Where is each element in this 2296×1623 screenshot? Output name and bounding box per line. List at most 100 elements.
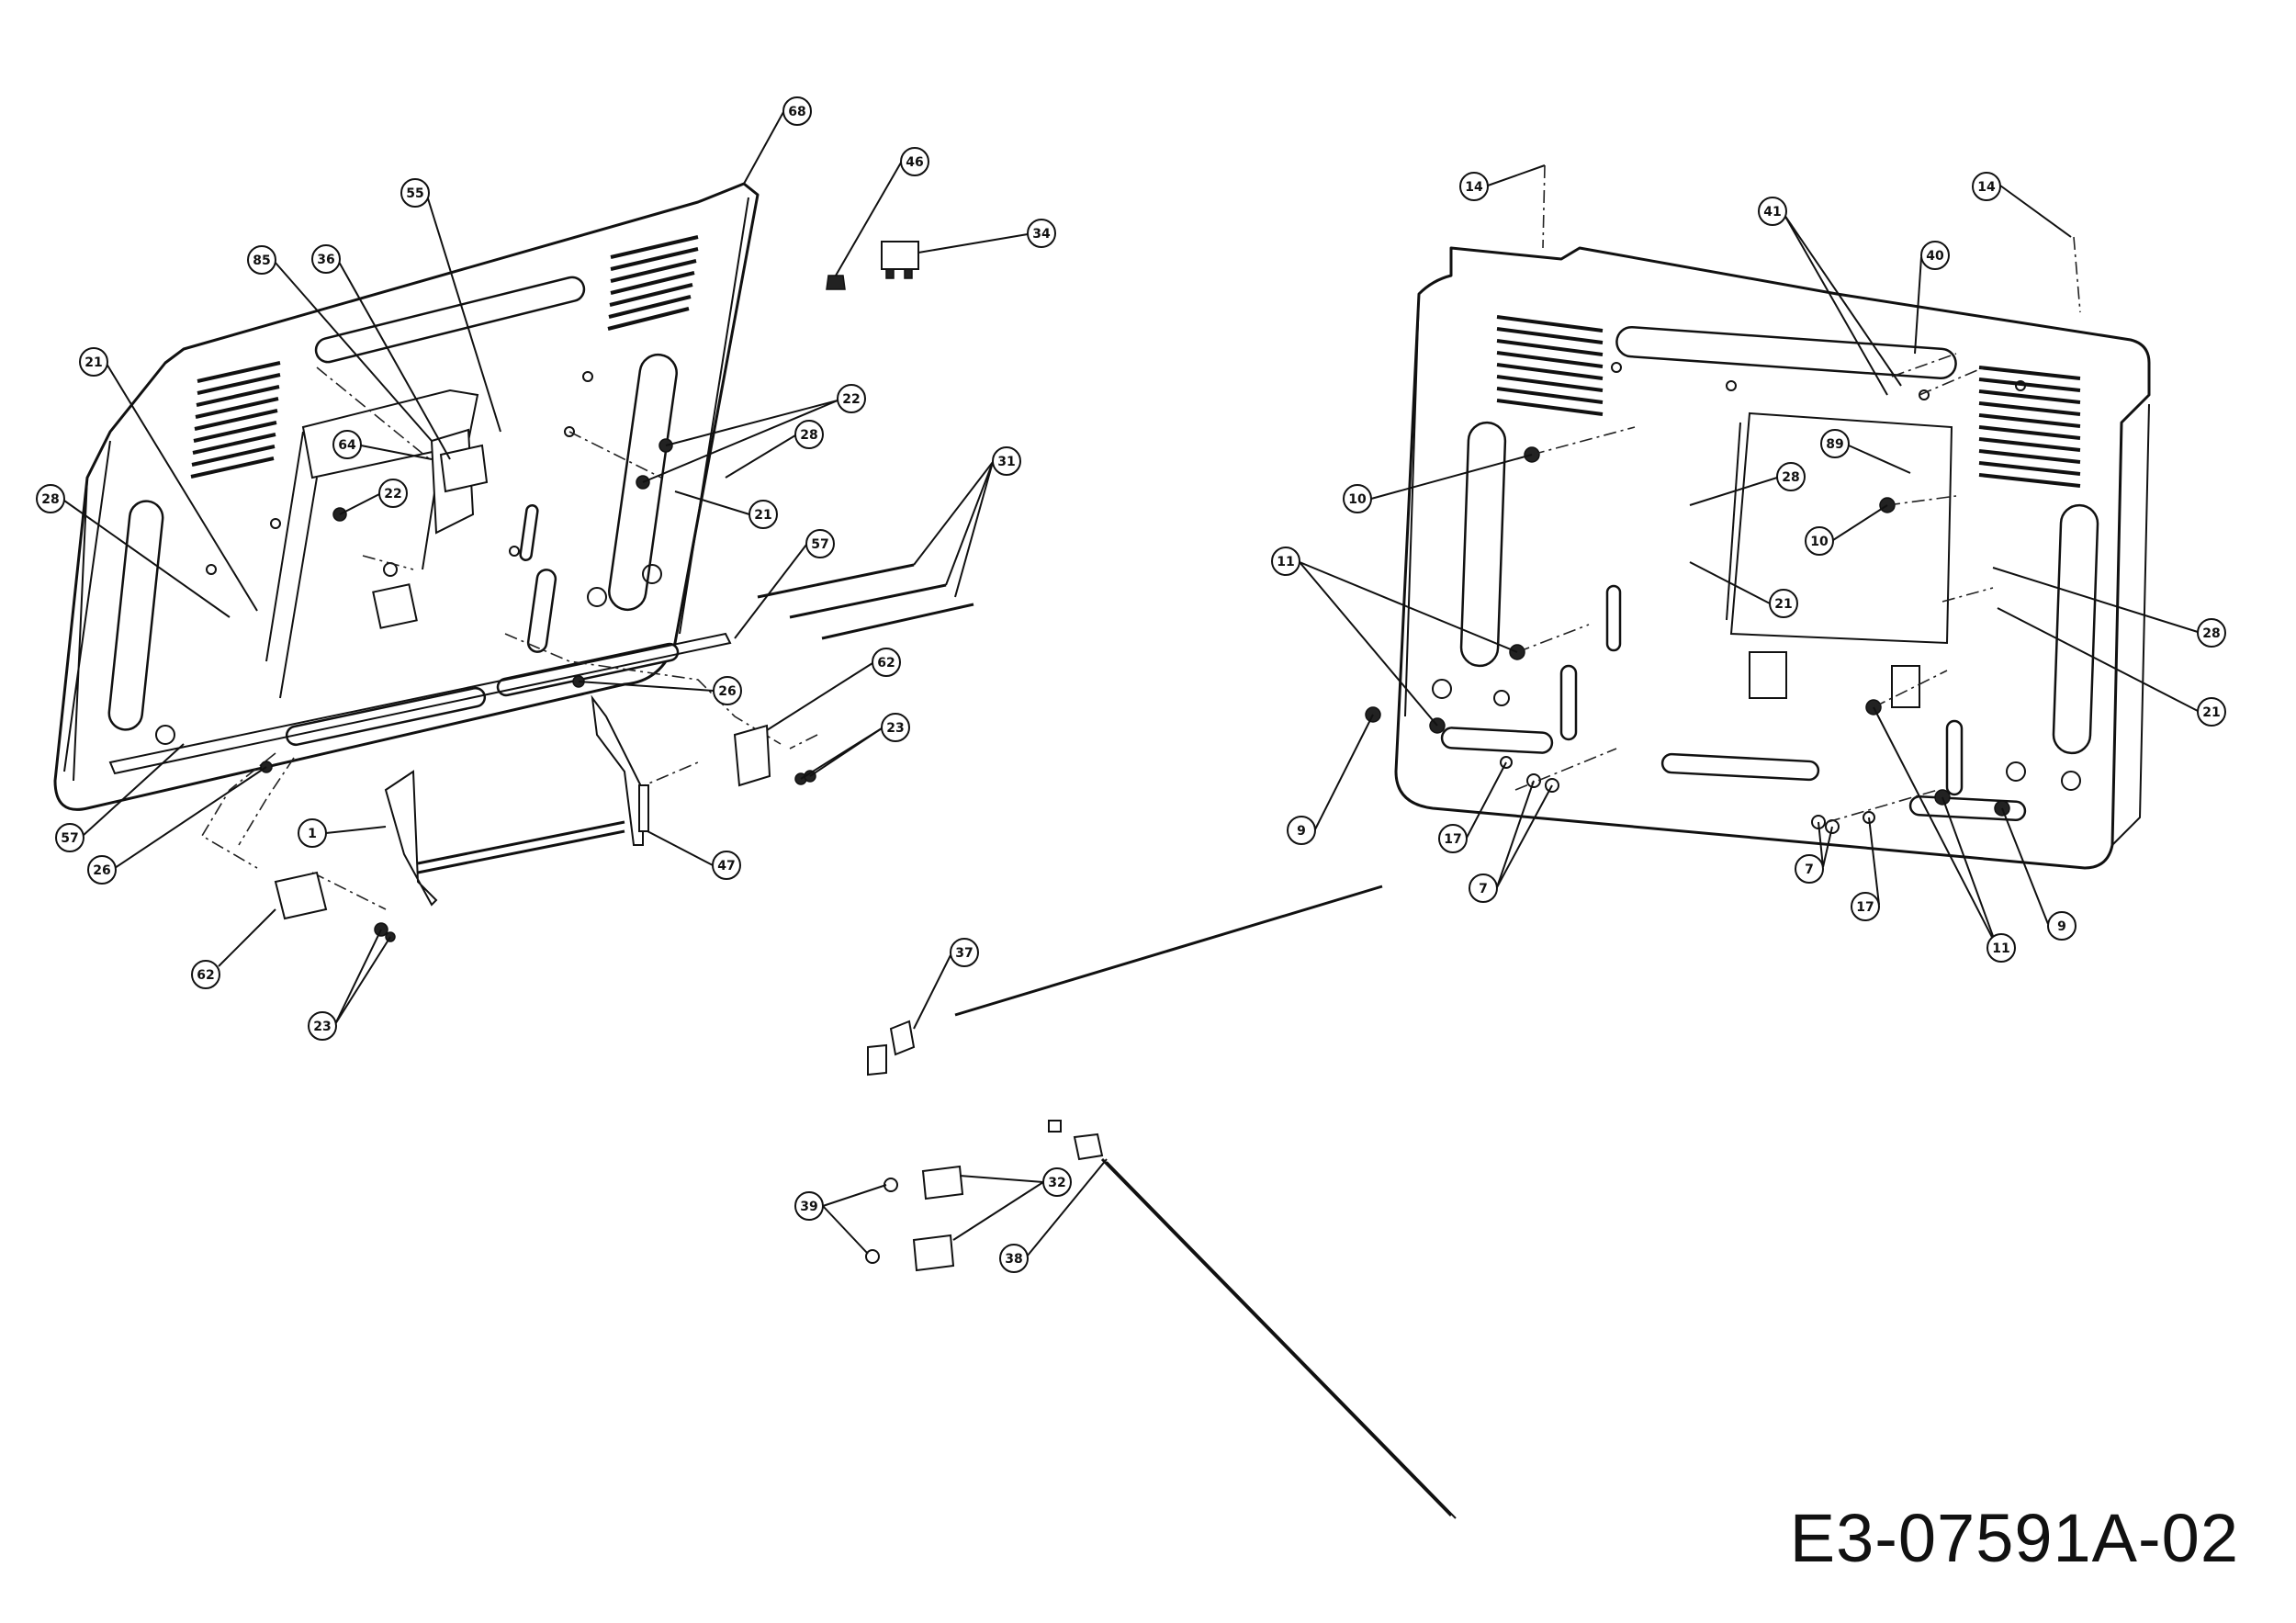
callout-68: 68 <box>782 96 812 126</box>
callout-9-right: 9 <box>2047 911 2077 941</box>
svg-text:11: 11 <box>1992 941 2009 956</box>
svg-text:9: 9 <box>1297 824 1306 839</box>
callout-22-right: 22 <box>837 384 866 413</box>
callout-10-left: 10 <box>1343 484 1372 513</box>
callout-14-right: 14 <box>1972 172 2001 201</box>
callout-37: 37 <box>950 938 979 967</box>
callout-85: 85 <box>247 245 276 275</box>
svg-text:39: 39 <box>800 1200 817 1214</box>
svg-text:9: 9 <box>2057 919 2066 934</box>
callout-21-right: 21 <box>2197 697 2226 727</box>
svg-text:10: 10 <box>1810 535 1829 549</box>
svg-text:57: 57 <box>61 831 78 846</box>
svg-text:7: 7 <box>1805 862 1814 877</box>
left-assembly-lines <box>200 366 818 910</box>
callout-57-right: 57 <box>805 529 835 558</box>
callout-41: 41 <box>1758 197 1787 226</box>
svg-text:28: 28 <box>800 428 817 443</box>
right-deck-panel <box>1365 246 2151 870</box>
callout-10-center: 10 <box>1805 526 1834 556</box>
svg-text:23: 23 <box>886 721 904 736</box>
callout-32: 32 <box>1042 1167 1072 1197</box>
svg-text:21: 21 <box>754 508 771 523</box>
left-vent-grille-1 <box>190 361 281 479</box>
callout-23-lower: 23 <box>308 1011 337 1041</box>
wiring-harness <box>865 885 1457 1519</box>
callout-55: 55 <box>400 178 430 208</box>
svg-text:22: 22 <box>384 487 401 502</box>
left-small-parts <box>260 428 974 942</box>
callout-11-left: 11 <box>1271 547 1300 576</box>
callout-31: 31 <box>992 446 1021 476</box>
svg-text:22: 22 <box>842 392 860 407</box>
svg-text:26: 26 <box>718 684 736 699</box>
callout-38: 38 <box>999 1244 1029 1273</box>
callout-28-right: 28 <box>2197 618 2226 648</box>
svg-text:23: 23 <box>313 1020 331 1034</box>
callout-21-mid: 21 <box>748 500 778 529</box>
svg-text:28: 28 <box>41 492 59 507</box>
callout-34: 34 <box>1027 219 1056 248</box>
callout-47: 47 <box>712 851 741 880</box>
left-vent-grille-2 <box>607 235 699 331</box>
callout-23-upper: 23 <box>881 713 910 742</box>
svg-text:14: 14 <box>1465 180 1483 195</box>
svg-text:47: 47 <box>717 859 735 873</box>
callout-39: 39 <box>794 1191 824 1221</box>
svg-text:62: 62 <box>877 656 895 671</box>
svg-text:85: 85 <box>253 254 270 268</box>
callouts: 68 46 34 55 85 36 21 28 64 22 22 28 <box>36 96 2226 1273</box>
svg-text:7: 7 <box>1479 882 1488 896</box>
svg-text:17: 17 <box>1444 832 1461 847</box>
callout-9-left: 9 <box>1287 816 1316 845</box>
svg-text:57: 57 <box>811 537 828 552</box>
callout-28-center: 28 <box>1776 462 1806 491</box>
callout-17-right: 17 <box>1851 892 1880 921</box>
svg-text:40: 40 <box>1926 249 1944 264</box>
svg-text:28: 28 <box>1782 470 1799 485</box>
callout-46: 46 <box>900 147 929 176</box>
svg-text:64: 64 <box>338 438 356 453</box>
svg-text:34: 34 <box>1032 227 1051 242</box>
callout-26-right: 26 <box>713 676 742 705</box>
svg-text:14: 14 <box>1977 180 1996 195</box>
svg-text:62: 62 <box>197 968 214 983</box>
drawing-number: E3-07591A-02 <box>1789 1500 2239 1576</box>
svg-text:17: 17 <box>1856 900 1874 915</box>
callout-28-left: 28 <box>36 484 65 513</box>
callout-7-right: 7 <box>1795 854 1824 884</box>
svg-text:32: 32 <box>1048 1176 1065 1190</box>
right-vent-grille-2 <box>1978 366 2081 488</box>
svg-text:10: 10 <box>1348 492 1367 507</box>
svg-text:11: 11 <box>1277 555 1294 569</box>
svg-text:21: 21 <box>1774 597 1792 612</box>
callout-89: 89 <box>1820 429 1850 458</box>
svg-text:41: 41 <box>1763 205 1781 220</box>
callout-26-left: 26 <box>87 855 117 885</box>
svg-text:46: 46 <box>906 155 923 170</box>
right-assembly-lines <box>1514 164 2081 823</box>
svg-text:26: 26 <box>93 863 110 878</box>
svg-text:31: 31 <box>997 455 1015 469</box>
callout-28-mid: 28 <box>794 420 824 449</box>
svg-text:68: 68 <box>788 105 805 119</box>
callout-22-left: 22 <box>378 479 408 508</box>
callout-21-left: 21 <box>79 347 108 377</box>
callout-21-center: 21 <box>1769 589 1798 618</box>
switch-parts-top <box>826 241 919 290</box>
svg-text:1: 1 <box>308 827 317 841</box>
callout-17-left: 17 <box>1438 824 1468 853</box>
callout-36: 36 <box>311 244 341 274</box>
svg-text:21: 21 <box>84 355 102 370</box>
callout-62-upper: 62 <box>872 648 901 677</box>
svg-text:38: 38 <box>1005 1252 1022 1267</box>
svg-text:89: 89 <box>1826 437 1843 452</box>
callout-62-lower: 62 <box>191 960 220 989</box>
svg-text:21: 21 <box>2202 705 2220 720</box>
right-vent-grille-1 <box>1496 315 1604 416</box>
svg-text:36: 36 <box>317 253 334 267</box>
callout-14-left: 14 <box>1459 172 1489 201</box>
callout-57-left: 57 <box>55 823 84 852</box>
callout-7-left: 7 <box>1469 873 1498 903</box>
